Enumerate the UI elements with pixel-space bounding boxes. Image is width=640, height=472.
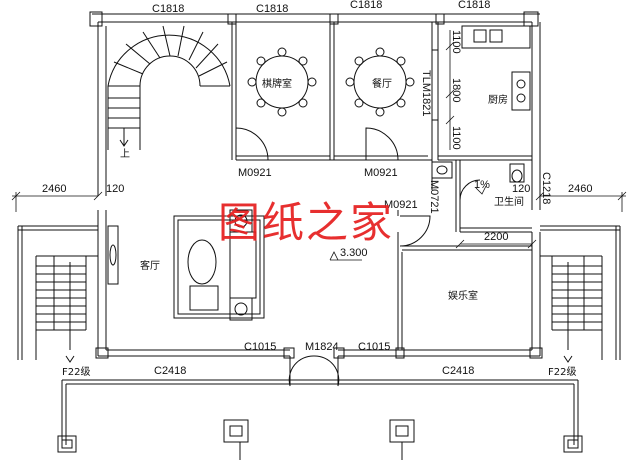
stair-up-mark: 上 [120, 149, 130, 160]
dim-bath-width: 2200 [484, 231, 509, 243]
door-label-entertainment: M0921 [384, 199, 418, 211]
dim-kitchen-mid: 1800 [450, 78, 462, 103]
right-stair [540, 225, 621, 363]
dim-kitchen-upper: 1100 [450, 30, 462, 54]
door-label-entrance: M1824 [305, 341, 339, 353]
dim-slope: 1% [474, 179, 490, 191]
room-label-chess: 棋牌室 [262, 79, 292, 90]
window-label-top-3: C1818 [350, 0, 383, 11]
window-label-top-4: C1818 [458, 0, 491, 11]
left-stair [17, 225, 98, 363]
dimension-lines [11, 30, 627, 261]
door-label-bathroom: M0721 [428, 180, 440, 214]
window-label-top-2: C1818 [256, 3, 289, 15]
tv-cabinet [107, 225, 119, 285]
dim-right-offset: 2460 [568, 183, 593, 195]
stair-label-left: F22级 [62, 367, 91, 378]
room-label-bathroom: 卫生间 [494, 197, 524, 208]
window-label-right-small: C1218 [540, 172, 552, 205]
dim-kitchen-lower: 1100 [450, 126, 462, 150]
chess-table [247, 47, 317, 117]
dining-table [345, 47, 415, 117]
room-label-kitchen: 厨房 [488, 95, 508, 106]
dim-left-offset: 2460 [42, 183, 67, 195]
watermark: 图纸之家 [218, 198, 395, 247]
room-label-dining: 餐厅 [372, 79, 392, 90]
dim-wall-left: 120 [106, 183, 125, 195]
room-label-living: 客厅 [140, 261, 160, 272]
terrace [57, 379, 583, 460]
door-label-chess: M0921 [238, 167, 272, 179]
stair-label-right: F22级 [548, 367, 577, 378]
door-label-dining: M0921 [364, 167, 398, 179]
window-label-bottom-right: C2418 [442, 365, 475, 377]
door-label-sliding: TLM1821 [420, 70, 432, 117]
room-label-entertainment: 娱乐室 [448, 291, 478, 302]
window-label-top-1: C1818 [152, 3, 185, 15]
column [523, 11, 539, 27]
spiral-stair [107, 25, 231, 150]
dim-wall-right: 120 [512, 183, 531, 195]
window-label-front-left: C1015 [244, 341, 277, 353]
window-label-front-right: C1015 [358, 341, 391, 353]
sofa-set [173, 209, 265, 321]
dim-elevation: 3.300 [340, 247, 368, 259]
column [89, 11, 103, 27]
window-label-bottom-left: C2418 [154, 365, 187, 377]
